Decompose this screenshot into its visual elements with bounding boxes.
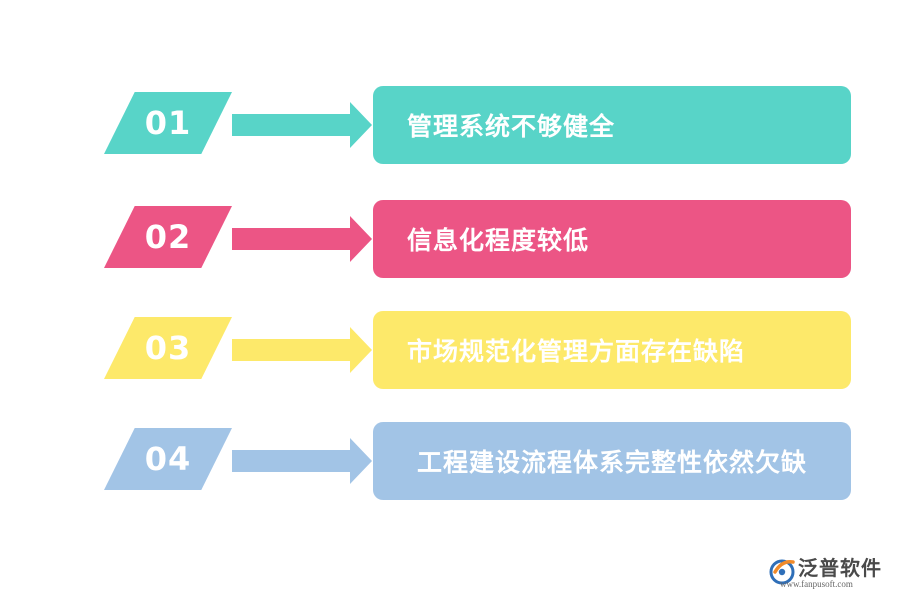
item-label: 信息化程度较低 <box>407 226 590 255</box>
item-number: 03 <box>144 329 192 367</box>
item-label: 工程建设流程体系完整性依然欠缺 <box>416 448 807 477</box>
brand-logo: 泛普软件 www.fanpusoft.com <box>766 552 896 596</box>
arrow-right-icon <box>232 438 372 484</box>
arrow-right-icon <box>232 102 372 148</box>
logo-url: www.fanpusoft.com <box>780 579 853 589</box>
list-item-2: 02 信息化程度较低 <box>0 200 900 280</box>
list-item-4: 04 工程建设流程体系完整性依然欠缺 <box>0 422 900 502</box>
item-box: 工程建设流程体系完整性依然欠缺 <box>373 422 851 500</box>
item-box: 信息化程度较低 <box>373 200 851 278</box>
item-box: 市场规范化管理方面存在缺陷 <box>373 311 851 389</box>
logo-name: 泛普软件 <box>798 556 882 580</box>
list-item-3: 03 市场规范化管理方面存在缺陷 <box>0 311 900 391</box>
item-label: 市场规范化管理方面存在缺陷 <box>407 337 746 366</box>
arrow-right-icon <box>232 327 372 373</box>
list-item-1: 01 管理系统不够健全 <box>0 86 900 166</box>
item-number: 01 <box>144 104 192 142</box>
item-label: 管理系统不够健全 <box>407 112 616 141</box>
item-box: 管理系统不够健全 <box>373 86 851 164</box>
arrow-right-icon <box>232 216 372 262</box>
item-number: 02 <box>144 218 192 256</box>
item-number: 04 <box>144 440 192 478</box>
logo-mark-icon <box>766 554 798 586</box>
